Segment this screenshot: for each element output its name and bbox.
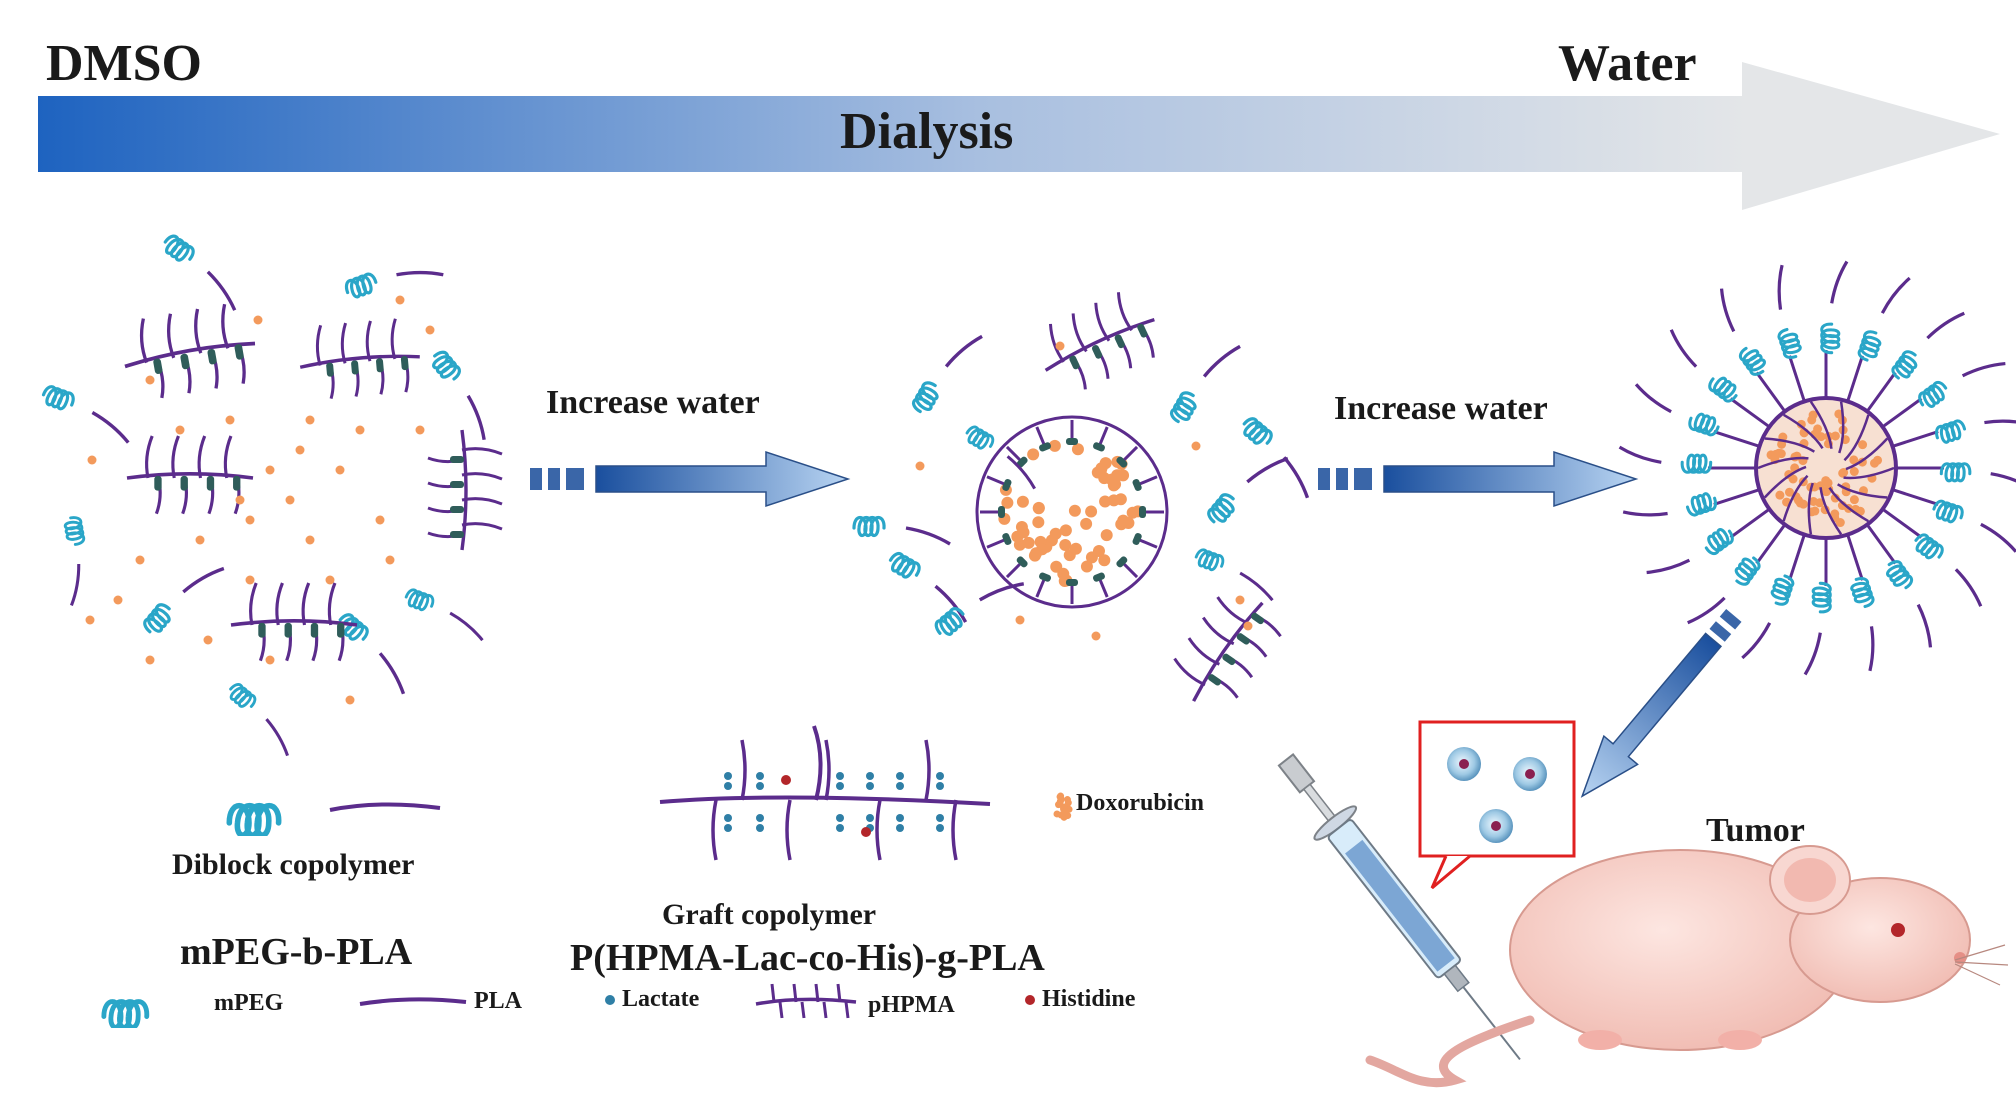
water-label: Water bbox=[1558, 34, 1697, 93]
diblock-caption: Diblock copolymer bbox=[172, 848, 414, 882]
dialysis-label: Dialysis bbox=[840, 102, 1013, 161]
process-arrow-1 bbox=[530, 452, 848, 506]
nanoparticle-callout bbox=[1420, 722, 1574, 888]
forming-aggregate bbox=[854, 283, 1325, 720]
mouse-icon bbox=[1370, 846, 2008, 1083]
doxorubicin-label: Doxorubicin bbox=[1076, 790, 1204, 817]
drug-icon bbox=[1053, 793, 1072, 821]
diblock-name: mPEG-b-PLA bbox=[180, 930, 412, 974]
dialysis-arrow-icon bbox=[38, 62, 2000, 210]
histidine-legend-icon bbox=[1025, 995, 1035, 1005]
mpeg-label: mPEG bbox=[214, 990, 283, 1017]
graft-copolymer-icon bbox=[660, 726, 990, 860]
increase-water-label-1: Increase water bbox=[546, 384, 760, 422]
graft-name: P(HPMA-Lac-co-His)-g-PLA bbox=[570, 936, 1045, 980]
dmso-label: DMSO bbox=[46, 34, 202, 93]
histidine-label: Histidine bbox=[1042, 986, 1135, 1013]
graft-caption: Graft copolymer bbox=[662, 898, 876, 932]
increase-water-label-2: Increase water bbox=[1334, 390, 1548, 428]
phpma-legend-icon bbox=[756, 984, 856, 1018]
pla-label: PLA bbox=[474, 988, 522, 1015]
lactate-legend-icon bbox=[605, 995, 615, 1005]
micelle-icon bbox=[1619, 261, 2016, 674]
mpeg-legend-icon bbox=[104, 1002, 147, 1028]
diblock-copolymer-icon bbox=[229, 804, 440, 835]
injection-arrow bbox=[1565, 601, 1750, 810]
tumor-label: Tumor bbox=[1706, 812, 1805, 850]
phpma-label: pHPMA bbox=[868, 992, 955, 1019]
process-arrow-2 bbox=[1318, 452, 1636, 506]
pla-legend-icon bbox=[360, 999, 466, 1004]
unimer-mixture bbox=[38, 233, 504, 755]
lactate-label: Lactate bbox=[622, 986, 699, 1013]
